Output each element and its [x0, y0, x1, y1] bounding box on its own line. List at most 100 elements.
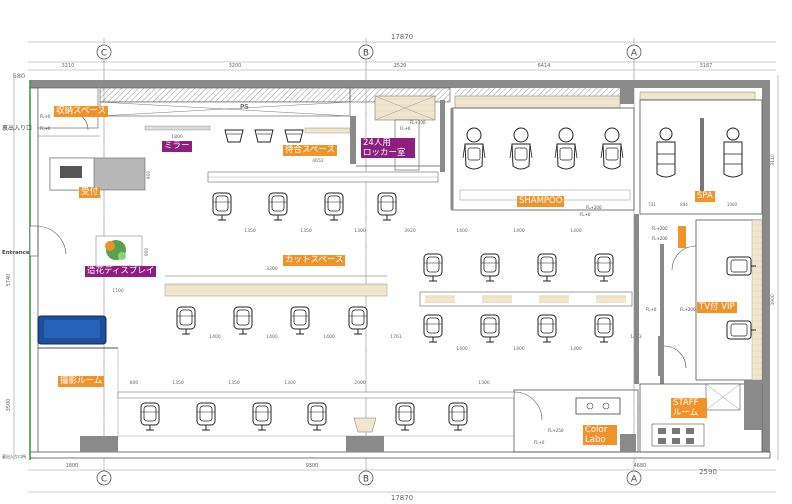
vip-chair-icon	[726, 320, 757, 340]
svg-text:FL+0: FL+0	[580, 212, 591, 217]
styling-chair-icon	[594, 253, 614, 282]
dim-top-seg-5: 3187	[700, 63, 713, 69]
styling-chair-icon	[537, 314, 557, 343]
door-icon	[513, 391, 543, 421]
grid-markers-bottom: C B A	[96, 470, 642, 486]
dim-shampoo-tiny: 741	[648, 202, 656, 207]
dim-cut-span: 3200	[266, 266, 278, 272]
room-label-shampoo: SHAMPOO	[517, 196, 565, 207]
grid-label-bottom-b: B	[363, 475, 369, 485]
styling-chair-icon	[140, 402, 160, 431]
svg-text:FL+0: FL+0	[646, 307, 657, 312]
svg-text:1350: 1350	[300, 228, 312, 234]
grid-label-top-c: C	[101, 49, 107, 59]
grid-label-bottom-c: C	[101, 475, 107, 485]
shampoo-chair-icon	[554, 127, 578, 170]
styling-chair-icon	[290, 306, 310, 335]
ps-zone: PS	[99, 84, 756, 121]
dim-vip-height: 3900	[770, 294, 776, 306]
svg-text:FL+250: FL+250	[548, 428, 564, 433]
svg-text:1400: 1400	[456, 346, 468, 352]
styling-chair-icon	[212, 192, 232, 221]
dim-spa-height: 3110	[770, 154, 776, 166]
cut-station-counter-middle: 3200	[164, 266, 388, 297]
back-entrance-label: 裏出入り口	[2, 124, 32, 132]
door-icon	[663, 345, 687, 369]
styling-chair-icon	[377, 192, 397, 221]
styling-chair-icon	[348, 306, 368, 335]
styling-chair-icon	[423, 314, 443, 343]
ps-label: PS	[240, 103, 249, 111]
room-label-staff: STAFF ルーム	[671, 398, 707, 418]
stool-icon	[224, 129, 244, 143]
styling-chair-icon	[395, 402, 415, 431]
spa-bed-icon	[656, 127, 676, 178]
shampoo-chair-icon	[509, 127, 533, 170]
stool-icon	[254, 129, 274, 143]
dim-left-wall: 580	[13, 72, 25, 80]
svg-text:1400: 1400	[570, 228, 582, 234]
grid-label-bottom-a: A	[631, 475, 638, 485]
svg-text:1300: 1300	[284, 380, 296, 386]
svg-text:FL+200: FL+200	[652, 226, 668, 231]
shampoo-chair-icon	[462, 127, 486, 170]
svg-text:1400: 1400	[570, 346, 582, 352]
vip-room: 3900	[671, 219, 776, 381]
room-label-photo: 撮影ルーム	[58, 376, 105, 387]
room-label-vip: TV付 VIP	[697, 302, 737, 313]
svg-text:FL+0: FL+0	[400, 126, 411, 131]
styling-chair-icon	[480, 314, 500, 343]
spa-room: 3110 741 894 1000	[639, 99, 776, 215]
svg-text:1350: 1350	[244, 228, 256, 234]
svg-text:1400: 1400	[513, 346, 525, 352]
dim-top-seg-4: 6414	[538, 63, 551, 69]
dim-spa-tiny-b: 1000	[727, 202, 738, 207]
dim-top-seg-2: 3200	[229, 63, 242, 69]
flower-display: 1100 900	[95, 235, 150, 294]
door-icon	[37, 225, 67, 255]
stool-icon	[284, 129, 304, 143]
room-label-cut: カットスペース	[283, 255, 346, 266]
bottom-counter	[80, 391, 515, 452]
dim-left-lower: 3500	[6, 399, 12, 412]
dim-display-width: 1100	[112, 288, 124, 294]
svg-text:FL+100: FL+100	[410, 120, 426, 125]
svg-text:1400: 1400	[323, 334, 335, 340]
room-label-spa: SPA	[695, 191, 715, 202]
styling-chair-icon	[233, 306, 253, 335]
styling-chair-icon	[324, 192, 344, 221]
dim-left-vertical: 5740	[6, 274, 12, 287]
svg-text:1400: 1400	[209, 334, 221, 340]
svg-text:2000: 2000	[354, 380, 366, 386]
svg-text:800: 800	[130, 380, 139, 386]
styling-chair-icon	[594, 314, 614, 343]
dim-display-depth: 900	[144, 248, 150, 257]
sink-icon	[575, 397, 621, 415]
svg-text:1400: 1400	[513, 228, 525, 234]
svg-text:FL+0: FL+0	[40, 114, 51, 119]
room-label-reception: 受付	[79, 187, 101, 198]
svg-text:1400: 1400	[456, 228, 468, 234]
dim-reception-depth: 900	[146, 171, 152, 180]
exterior-walls	[29, 80, 771, 460]
svg-text:1761: 1761	[390, 334, 402, 340]
room-label-locker: 24人用 ロッカー室	[361, 138, 415, 158]
dim-bottom-seg-3: 4680	[634, 463, 647, 469]
corridor-walls	[634, 214, 687, 384]
svg-text:1350: 1350	[172, 380, 184, 386]
color-station-counters	[419, 291, 633, 307]
styling-chair-icon	[268, 192, 288, 221]
svg-text:FL+0: FL+0	[534, 440, 545, 445]
dim-bottom-seg-1: 1800	[66, 463, 79, 469]
entrance-door[interactable]	[29, 225, 67, 257]
spa-bed-icon	[723, 127, 743, 178]
svg-text:FL+200: FL+200	[652, 236, 668, 241]
color-labo-room	[513, 389, 639, 453]
svg-text:1400: 1400	[266, 334, 278, 340]
dim-waiting: 4652	[312, 158, 324, 164]
corridor-marker	[678, 226, 686, 248]
floor-level-notes: FL+0 FL+0 FL+100 FL+0 FL+200 FL+0 FL+200…	[40, 114, 696, 445]
sofa-icon	[37, 315, 107, 345]
styling-chair-icon	[480, 253, 500, 282]
